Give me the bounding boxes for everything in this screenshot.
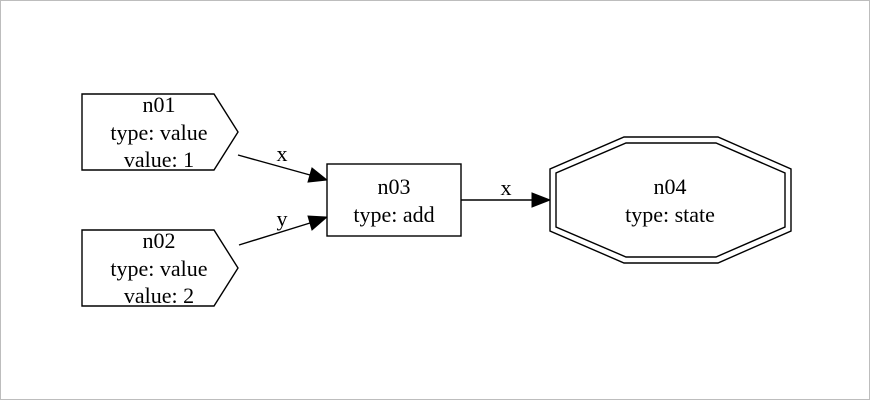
edge-n02-n03-line [238,222,311,246]
node-n04-type: type: state [625,202,715,227]
node-n01-value: value: 1 [124,147,194,172]
edge-n01-n03-line [237,154,311,176]
node-n02-type: type: value [110,256,207,281]
node-n02-value: value: 2 [124,283,194,308]
node-n03-type: type: add [353,202,434,227]
edge-n01-n03-label: x [277,141,288,166]
node-n02-name: n02 [143,228,176,253]
node-n01[interactable]: n01 type: value value: 1 [81,92,239,172]
edge-n01-n03-arrowhead [307,167,329,183]
node-n03[interactable]: n03 type: add [326,163,462,237]
edge-n02-n03-arrowhead [307,215,329,231]
node-n01-name: n01 [143,92,176,117]
node-n01-shape [81,93,239,171]
edge-n02-n03: y [238,206,329,246]
node-n02-shape [81,229,239,307]
node-n04-name: n04 [654,174,687,199]
node-n03-name: n03 [378,174,411,199]
node-n04-inner-octagon [555,142,786,258]
edge-n01-n03: x [237,141,329,183]
node-n02[interactable]: n02 type: value value: 2 [81,228,239,308]
edge-n03-n04: x [461,175,552,208]
edge-n03-n04-label: x [501,175,512,200]
node-n04[interactable]: n04 type: state [549,136,792,264]
edge-n02-n03-label: y [277,206,288,231]
node-n03-shape [326,163,462,237]
edge-n03-n04-arrowhead [531,192,552,208]
node-n01-type: type: value [110,120,207,145]
